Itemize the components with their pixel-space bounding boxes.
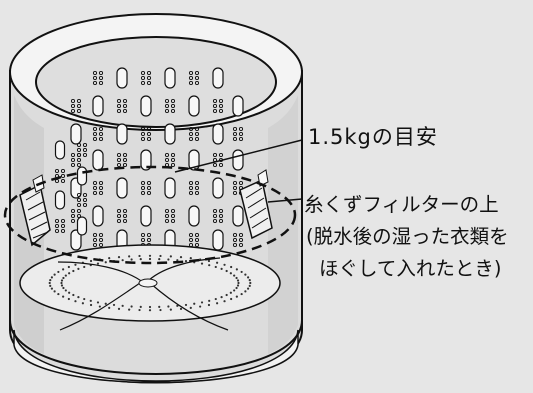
lint-filter-right	[239, 169, 273, 240]
tub-base	[13, 329, 299, 384]
pulsator-dots	[48, 254, 252, 312]
capacity-leader-line	[174, 139, 303, 173]
pulsator-blade-2	[149, 282, 229, 331]
filter-label-line-1: 糸くずフィルターの上	[304, 193, 499, 216]
pulsator-blade-1	[59, 282, 141, 331]
capacity-guide-ellipse	[3, 165, 297, 265]
pulsator-center	[138, 278, 158, 288]
capacity-label: 1.5kgの目安	[308, 125, 438, 149]
filter-label-line-2: (脱水後の湿った衣類を	[306, 225, 509, 248]
filter-label-line-3: ほぐして入れたとき)	[319, 257, 502, 280]
tub-bottom-rim	[9, 319, 303, 375]
drum-perforations	[54, 67, 244, 251]
pulsator-blade-4	[57, 261, 145, 284]
filter-leader-line	[267, 198, 303, 203]
